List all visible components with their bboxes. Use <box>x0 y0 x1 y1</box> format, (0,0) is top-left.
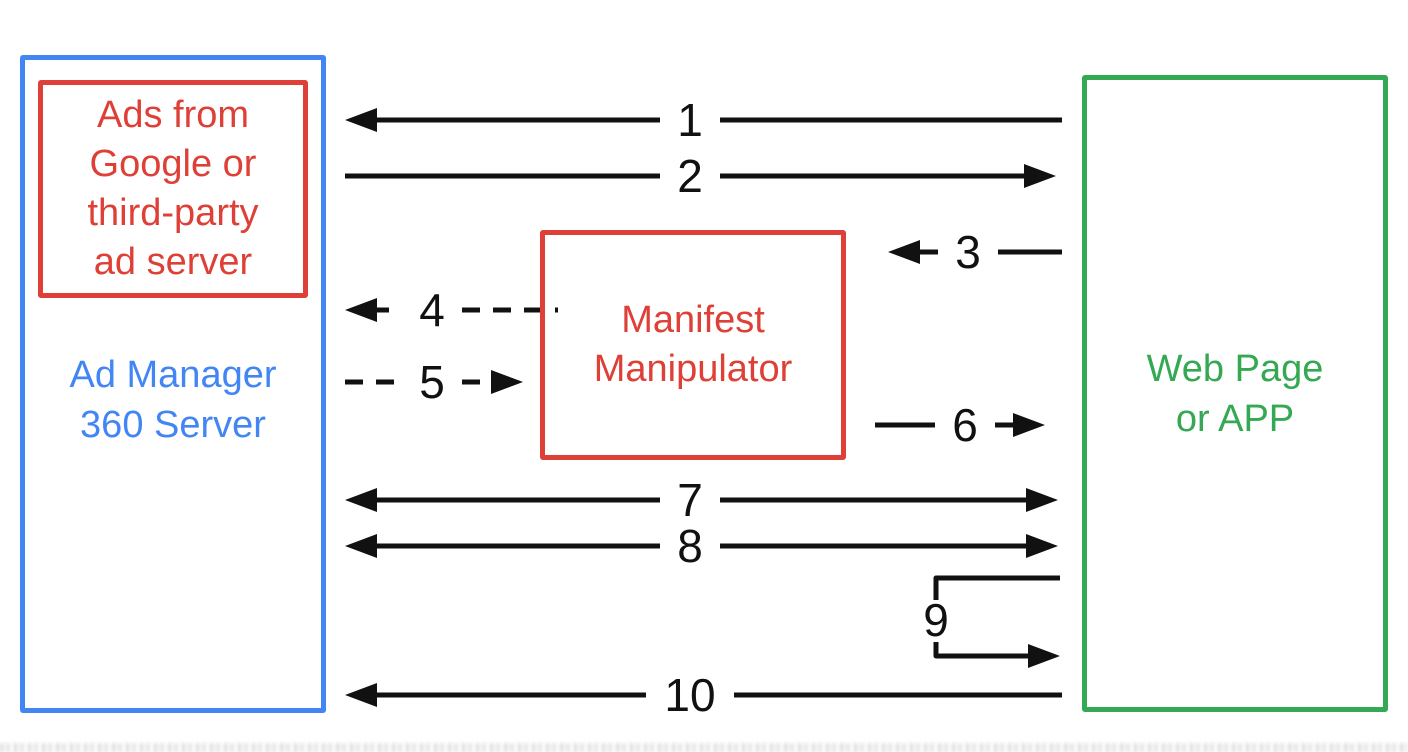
arrow-label-6: 6 <box>952 399 978 451</box>
arrow-label-4: 4 <box>419 284 445 336</box>
arrow-4: 4 <box>345 284 558 336</box>
arrow-label-7: 7 <box>677 474 703 526</box>
arrow-9: 9 <box>923 575 1060 668</box>
compression-noise-strip <box>0 743 1408 752</box>
arrow-5: 5 <box>345 356 523 408</box>
arrow-label-9: 9 <box>923 594 949 646</box>
arrow-label-5: 5 <box>419 356 445 408</box>
arrow-6: 6 <box>875 399 1045 451</box>
arrow-8: 8 <box>345 520 1058 572</box>
arrow-label-2: 2 <box>677 150 703 202</box>
arrow-7: 7 <box>345 474 1058 526</box>
arrow-1: 1 <box>345 94 1062 146</box>
arrow-2: 2 <box>345 150 1056 202</box>
arrow-label-3: 3 <box>955 226 981 278</box>
arrow-3: 3 <box>888 226 1062 278</box>
arrow-label-8: 8 <box>677 520 703 572</box>
arrow-label-1: 1 <box>677 94 703 146</box>
arrow-label-10: 10 <box>664 669 715 721</box>
arrow-10: 10 <box>345 669 1062 721</box>
